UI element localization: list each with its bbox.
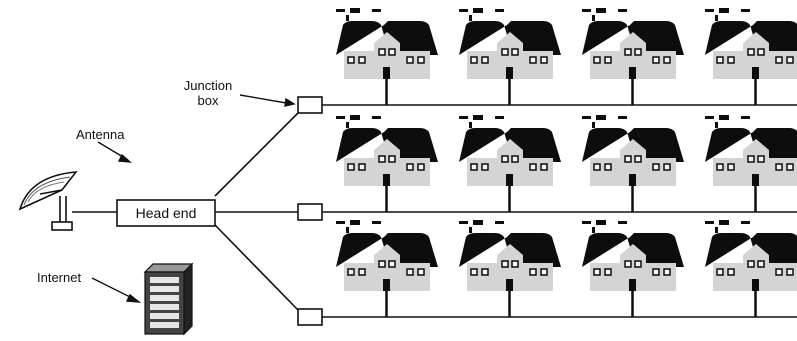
junction-box-top (297, 96, 323, 114)
house-icon (457, 6, 563, 107)
house-icon (703, 6, 797, 107)
houses-row-top (334, 6, 797, 107)
house-icon (580, 6, 686, 107)
junction-box-label-line1: Junction (183, 78, 233, 93)
satellite-dish-icon (18, 171, 78, 231)
antenna-label: Antenna (76, 127, 125, 142)
house-icon (457, 113, 563, 214)
house-icon (334, 6, 440, 107)
house-icon (580, 218, 686, 319)
junction-box-middle (297, 203, 323, 221)
house-icon (703, 113, 797, 214)
house-icon (703, 218, 797, 319)
house-icon (334, 113, 440, 214)
junction-box-label: Junction box (168, 78, 248, 108)
junction-boxes (297, 96, 323, 326)
junction-box-label-line2: box (197, 93, 219, 108)
head-end-label: Head end (135, 205, 197, 221)
house-icon (580, 113, 686, 214)
junction-box-bottom (297, 308, 323, 326)
houses-row-middle (334, 113, 797, 214)
houses-row-bottom (334, 218, 797, 319)
house-icon (457, 218, 563, 319)
server-rack-icon (143, 262, 194, 336)
head-end-box (116, 199, 216, 227)
house-icon (334, 218, 440, 319)
internet-label: Internet (37, 270, 82, 285)
